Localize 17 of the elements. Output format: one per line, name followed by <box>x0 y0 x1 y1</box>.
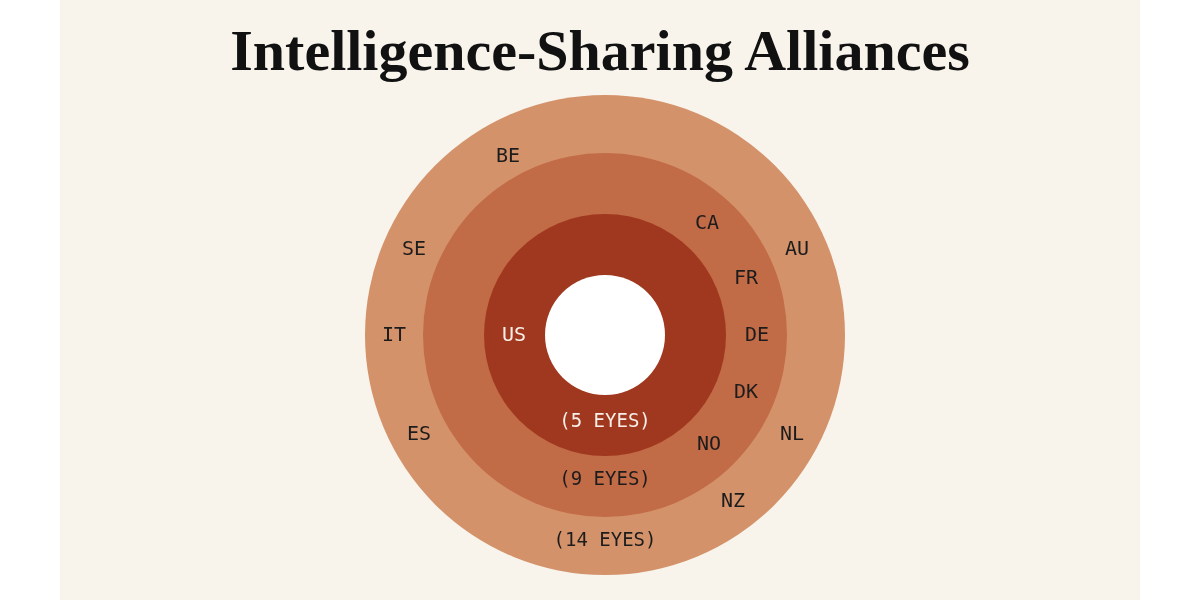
title: Intelligence-Sharing Alliances <box>229 22 971 80</box>
country-code: CA <box>694 209 720 236</box>
country-code: NO <box>696 430 722 457</box>
ring-label: (9 EYES) <box>559 466 651 491</box>
country-code: DK <box>733 378 759 405</box>
country-code: AU <box>784 235 810 262</box>
country-code: SE <box>401 235 427 262</box>
country-code: US <box>501 321 527 348</box>
country-code: BE <box>495 142 521 169</box>
ring-label: (5 EYES) <box>559 408 651 433</box>
ring-label: (14 EYES) <box>553 527 657 552</box>
country-code: DE <box>744 321 770 348</box>
country-code: NL <box>779 420 805 447</box>
country-code: IT <box>381 321 407 348</box>
country-code: ES <box>406 420 432 447</box>
country-code: FR <box>733 264 759 291</box>
country-code: NZ <box>720 487 746 514</box>
